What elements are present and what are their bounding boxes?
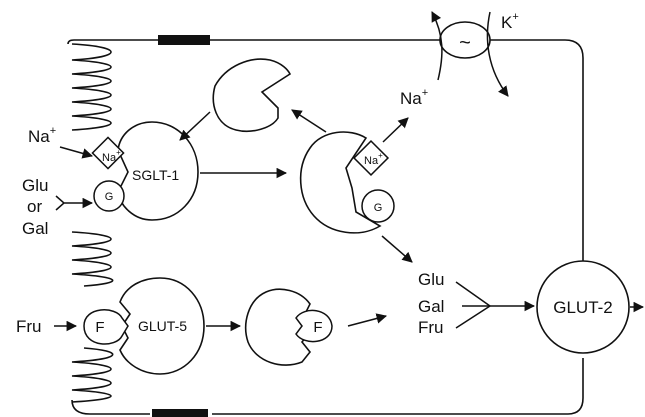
glu-label: Glu [22,176,48,195]
tight-junction-bottom [152,409,208,417]
sglt1-glucose-label: G [105,191,114,203]
glut5-carrier-fru-label: F [313,319,322,336]
empty-carrier [213,59,290,131]
glu-gal-arrow [56,196,92,210]
na-in-label: Na+ [28,125,56,146]
out-fru-label: Fru [418,318,444,337]
na-efflux-arrow [432,12,442,80]
loaded-to-empty-arrow [292,110,326,132]
sugar-release-arrow [382,236,412,262]
na-k-atpase-pump: ~ Na+ K+ [400,11,519,108]
basolateral-membrane [212,150,583,414]
glut5-fru-label: F [95,319,104,336]
or-label: or [27,197,42,216]
empty-carrier-return-arrow [180,112,210,140]
microvilli-middle [72,232,113,286]
na-release-arrow [383,118,408,142]
glut5-transporter: GLUT-5 F Fru [16,278,204,374]
na-out-label: Na+ [400,87,428,108]
loaded-glucose-label: G [374,202,383,214]
na-in-arrow [60,147,92,156]
sglt1-label: SGLT-1 [132,167,179,183]
fru-in-label: Fru [16,317,42,336]
glut5-label: GLUT-5 [138,318,187,334]
gal-label: Gal [22,219,48,238]
tight-junction-top [158,35,210,45]
bottom-membrane-left [72,400,150,414]
out-gal-label: Gal [418,297,444,316]
glut5-carrier: F [246,289,332,365]
glut5-fru-blob [84,310,128,344]
glut2-transporter: GLUT-2 [537,261,629,353]
top-membrane-right [490,40,583,150]
loaded-carrier: Na+ G [301,132,394,233]
sglt1-transporter: SGLT-1 Na+ G Na+ Glu or Gal [22,122,198,238]
microvilli-upper [72,44,111,130]
pump-symbol: ~ [459,32,471,54]
top-membrane [68,40,440,44]
glut2-label: GLUT-2 [553,298,613,317]
k-label: K+ [501,11,519,32]
fru-release-arrow [348,316,386,326]
out-glu-label: Glu [418,270,444,289]
microvilli-lower [72,348,113,402]
sugar-converge-lines [456,282,490,328]
